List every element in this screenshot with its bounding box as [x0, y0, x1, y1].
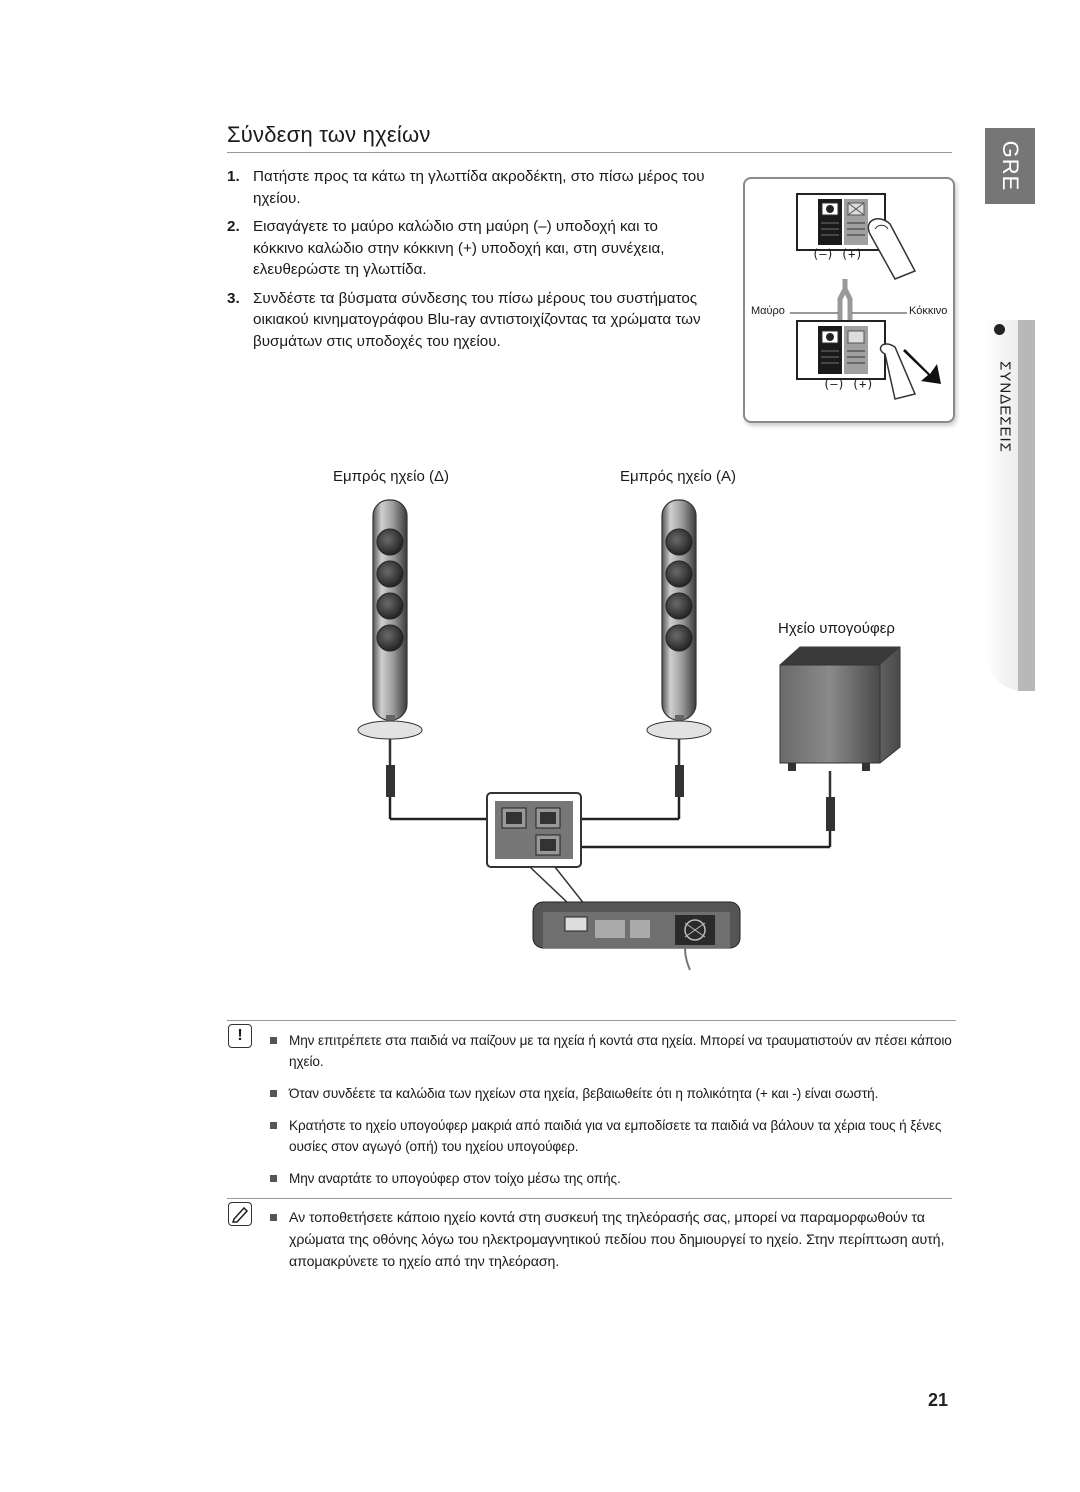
note-icon: [228, 1202, 252, 1226]
page-title: Σύνδεση των ηχείων: [227, 122, 431, 147]
step-text: Εισαγάγετε το μαύρο καλώδιο στη μαύρη (–…: [253, 218, 665, 278]
home-theater-unit: [532, 901, 741, 971]
terminal-inset: (–) (+) (–) (+) Μαύρο Κόκκινο: [743, 177, 955, 423]
terminal-panel-callout: [486, 792, 587, 906]
page-number: 21: [928, 1390, 949, 1410]
front-right-speaker: [357, 499, 423, 819]
note-divider: [227, 1198, 952, 1199]
section-dot-icon: [994, 324, 1005, 335]
caution-list: Μην επιτρέπετε στα παιδιά να παίζουν με …: [270, 1030, 956, 1200]
caution-item: Όταν συνδέετε τα καλώδια των ηχείων στα …: [270, 1083, 956, 1104]
bullet-icon: [270, 1175, 277, 1182]
caution-text: Μην επιτρέπετε στα παιδιά να παίζουν με …: [289, 1033, 952, 1069]
step-text: Συνδέστε τα βύσματα σύνδεσης του πίσω μέ…: [253, 289, 701, 350]
language-tab: GRE: [985, 128, 1035, 204]
terminal-illustration: [790, 193, 941, 400]
section-tab-label-wrap: ΣΥΝΔΕΣΕΙΣ: [990, 352, 1020, 462]
step-number: 1.: [227, 168, 240, 185]
subwoofer: [779, 646, 901, 847]
caution-item: Κρατήστε το ηχείο υπογούφερ μακριά από π…: [270, 1115, 956, 1157]
note-text: Αν τοποθετήσετε κάποιο ηχείο κοντά στη σ…: [289, 1210, 945, 1270]
title-divider: [227, 152, 952, 153]
bullet-icon: [270, 1090, 277, 1097]
speaker-wires: [390, 817, 830, 849]
step-2: 2. Εισαγάγετε το μαύρο καλώδιο στη μαύρη…: [227, 216, 712, 281]
front-right-speaker-label: Εμπρός ηχείο (Δ): [333, 468, 450, 485]
note-item: Αν τοποθετήσετε κάποιο ηχείο κοντά στη σ…: [270, 1207, 954, 1273]
steps-list: 1. Πατήστε προς τα κάτω τη γλωττίδα ακρο…: [227, 166, 712, 359]
bullet-icon: [270, 1037, 277, 1044]
bullet-icon: [270, 1214, 277, 1221]
caution-item: Μην επιτρέπετε στα παιδιά να παίζουν με …: [270, 1030, 956, 1072]
caution-icon: !: [228, 1024, 252, 1048]
terminal-polarity-label-top: (–) (+): [812, 247, 863, 261]
connection-diagram: [357, 499, 901, 971]
step-3: 3. Συνδέστε τα βύσματα σύνδεσης του πίσω…: [227, 288, 712, 353]
step-1: 1. Πατήστε προς τα κάτω τη γλωττίδα ακρο…: [227, 166, 712, 209]
section-tab-bar: [1018, 320, 1035, 691]
front-left-speaker-label: Εμπρός ηχείο (Α): [620, 468, 737, 485]
step-text: Πατήστε προς τα κάτω τη γλωττίδα ακροδέκ…: [253, 168, 705, 207]
front-left-speaker: [646, 499, 712, 819]
caution-item: Μην αναρτάτε το υπογούφερ στον τοίχο μέσ…: [270, 1168, 956, 1189]
red-wire-label: Κόκκινο: [909, 305, 948, 317]
language-tab-label: GRE: [998, 140, 1023, 192]
caution-text: Όταν συνδέετε τα καλώδια των ηχείων στα …: [289, 1086, 879, 1101]
caution-divider: [227, 1020, 956, 1021]
step-number: 3.: [227, 289, 240, 307]
subwoofer-label: Ηχείο υπογούφερ: [778, 620, 895, 637]
bullet-icon: [270, 1122, 277, 1129]
section-tab-label: ΣΥΝΔΕΣΕΙΣ: [996, 361, 1014, 453]
step-number: 2.: [227, 218, 240, 235]
caution-text: Κρατήστε το ηχείο υπογούφερ μακριά από π…: [289, 1118, 942, 1154]
black-wire-label: Μαύρο: [751, 305, 785, 317]
caution-text: Μην αναρτάτε το υπογούφερ στον τοίχο μέσ…: [289, 1171, 621, 1186]
terminal-polarity-label-bottom: (–) (+): [823, 377, 874, 391]
note-list: Αν τοποθετήσετε κάποιο ηχείο κοντά στη σ…: [270, 1207, 954, 1284]
